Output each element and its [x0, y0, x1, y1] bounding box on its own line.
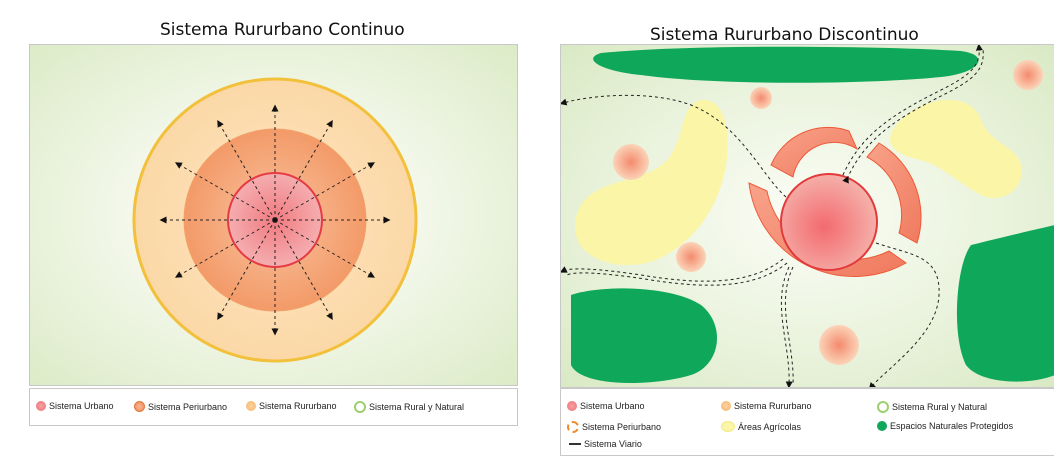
rururban-spot-4 [676, 242, 706, 272]
legend-item-viario: Sistema Viario [569, 439, 642, 449]
urbano-swatch-icon [36, 401, 46, 411]
discontinuous-diagram-svg [561, 45, 1054, 387]
radial-arrow [274, 219, 333, 321]
rururban-spot-3 [613, 144, 649, 180]
road-bottom-double-b [784, 266, 794, 386]
periurbano-swatch-icon [134, 401, 145, 412]
left-diagram-title: Sistema Rururbano Continuo [160, 20, 405, 40]
legend-item-rururbano: Sistema Rururbano [721, 401, 812, 411]
protected-space-bottom-left [571, 288, 718, 384]
periurban-arc-right [866, 142, 922, 244]
right-legend: Sistema Urbano Sistema Rururbano Sistema… [560, 388, 1054, 456]
legend-item-urbano: Sistema Urbano [36, 401, 114, 411]
periurban-arc-top [770, 126, 859, 178]
radial-arrow [217, 219, 276, 321]
road-top-double-a [842, 45, 983, 176]
agricultural-area-right [890, 99, 1022, 199]
continuous-diagram-svg [132, 77, 418, 363]
discontinuous-diagram [560, 44, 1054, 388]
legend-item-rural: Sistema Rural y Natural [354, 401, 464, 413]
center-point [272, 217, 278, 223]
rural-swatch-icon [877, 401, 889, 413]
road-left-double-a [561, 258, 784, 282]
legend-item-periurbano: Sistema Periurbano [134, 401, 227, 412]
rururban-spot-5 [819, 325, 859, 365]
road-network [561, 45, 984, 387]
radial-arrow [174, 219, 276, 278]
rururban-spot-2 [750, 87, 772, 109]
protected-space-right [956, 225, 1054, 382]
radial-arrow [217, 119, 276, 221]
legend-item-espacios: Espacios Naturales Protegidos [877, 421, 1013, 431]
road-top-double-b [842, 48, 984, 184]
legend-item-periurbano: Sistema Periurbano [567, 421, 661, 433]
legend-item-rural: Sistema Rural y Natural [877, 401, 987, 413]
radial-arrow [174, 162, 276, 221]
road-bottom-double-a [780, 266, 793, 387]
radial-arrow [274, 219, 376, 278]
road-right [868, 242, 940, 387]
urbano-swatch-icon [567, 401, 577, 411]
rururbano-swatch-icon [246, 401, 256, 411]
urban-core [780, 173, 878, 271]
left-legend: Sistema Urbano Sistema Periurbano Sistem… [29, 388, 518, 426]
legend-item-urbano: Sistema Urbano [567, 401, 645, 411]
right-diagram-title: Sistema Rururbano Discontinuo [650, 25, 919, 45]
rururban-spot-1 [1013, 60, 1043, 90]
agricultural-area-left [575, 99, 728, 266]
rural-swatch-icon [354, 401, 366, 413]
road-left-double-b [566, 262, 788, 286]
road-top-left [561, 94, 787, 198]
periurbano-swatch-icon [567, 421, 579, 433]
protected-space-top [593, 46, 979, 83]
legend-item-agricola: Áreas Agrícolas [721, 421, 801, 432]
radial-arrow [274, 119, 333, 221]
legend-item-rururbano: Sistema Rururbano [246, 401, 337, 411]
protected-space-swatch-icon [877, 421, 887, 431]
road-swatch-icon [569, 443, 581, 445]
radial-arrow [274, 162, 376, 221]
rururbano-swatch-icon [721, 401, 731, 411]
continuous-diagram [29, 44, 518, 386]
agricultural-swatch-icon [721, 421, 735, 432]
radial-arrows [159, 104, 391, 336]
